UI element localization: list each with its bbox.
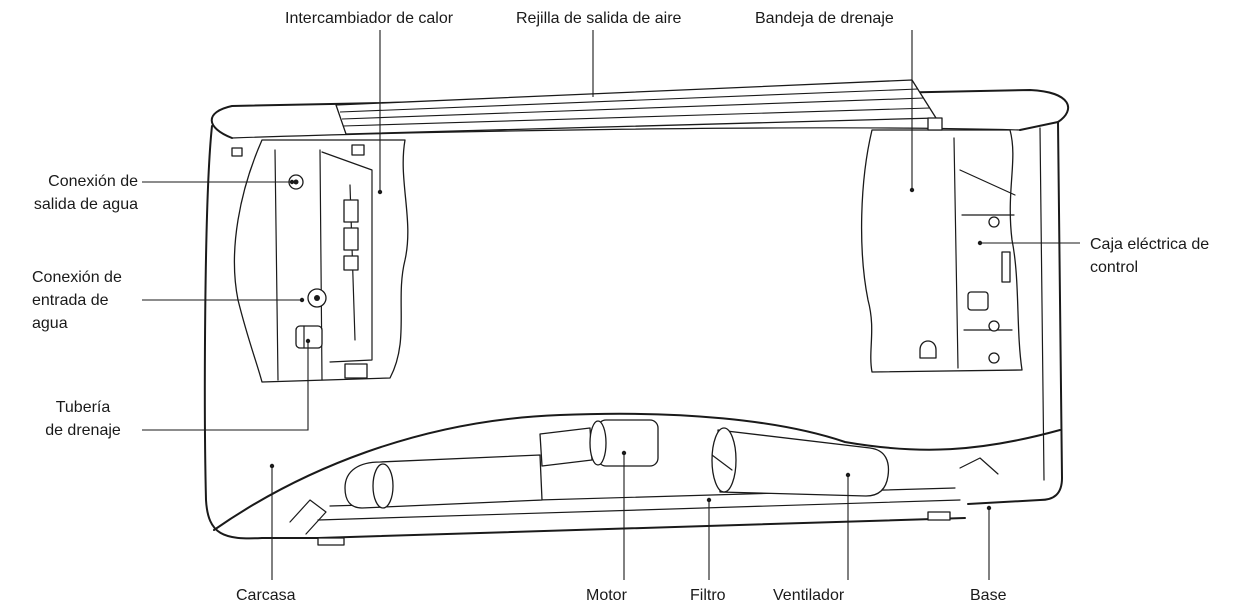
- label-control-box: Caja eléctrica de control: [1090, 233, 1209, 279]
- label-control-box-line-2: control: [1090, 259, 1139, 276]
- label-casing: Carcasa: [236, 587, 296, 604]
- label-water-inlet: Conexión de entrada de agua: [32, 266, 122, 335]
- label-air-outlet-grille: Rejilla de salida de aire: [516, 10, 682, 27]
- label-drain-pipe: Tubería de drenaje: [20, 396, 146, 442]
- label-water-inlet-line-2: entrada de: [32, 292, 109, 309]
- left-cutaway: [231, 139, 409, 383]
- label-water-outlet-line-2: salida de agua: [33, 196, 138, 213]
- label-base: Base: [970, 587, 1007, 604]
- label-water-inlet-line-3: agua: [32, 315, 68, 332]
- casing-shape: [203, 89, 1070, 540]
- label-fan: Ventilador: [773, 587, 845, 604]
- lower-components: [289, 419, 999, 546]
- label-motor: Motor: [586, 587, 627, 604]
- label-water-inlet-line-1: Conexión de: [32, 269, 122, 286]
- label-drain-pipe-line-1: Tubería: [55, 399, 111, 416]
- label-filter: Filtro: [690, 587, 726, 604]
- label-drain-pipe-line-2: de drenaje: [45, 422, 121, 439]
- right-cutaway: [860, 117, 1023, 373]
- label-control-box-line-1: Caja eléctrica de: [1090, 236, 1210, 253]
- label-water-outlet: Conexión de salida de agua: [0, 170, 138, 216]
- label-water-outlet-line-1: Conexión de: [48, 173, 138, 190]
- air-outlet-grille-shape: [335, 79, 937, 135]
- label-heat-exchanger: Intercambiador de calor: [285, 10, 454, 27]
- label-drain-tray: Bandeja de drenaje: [755, 10, 894, 27]
- leader-lines: [142, 30, 1080, 580]
